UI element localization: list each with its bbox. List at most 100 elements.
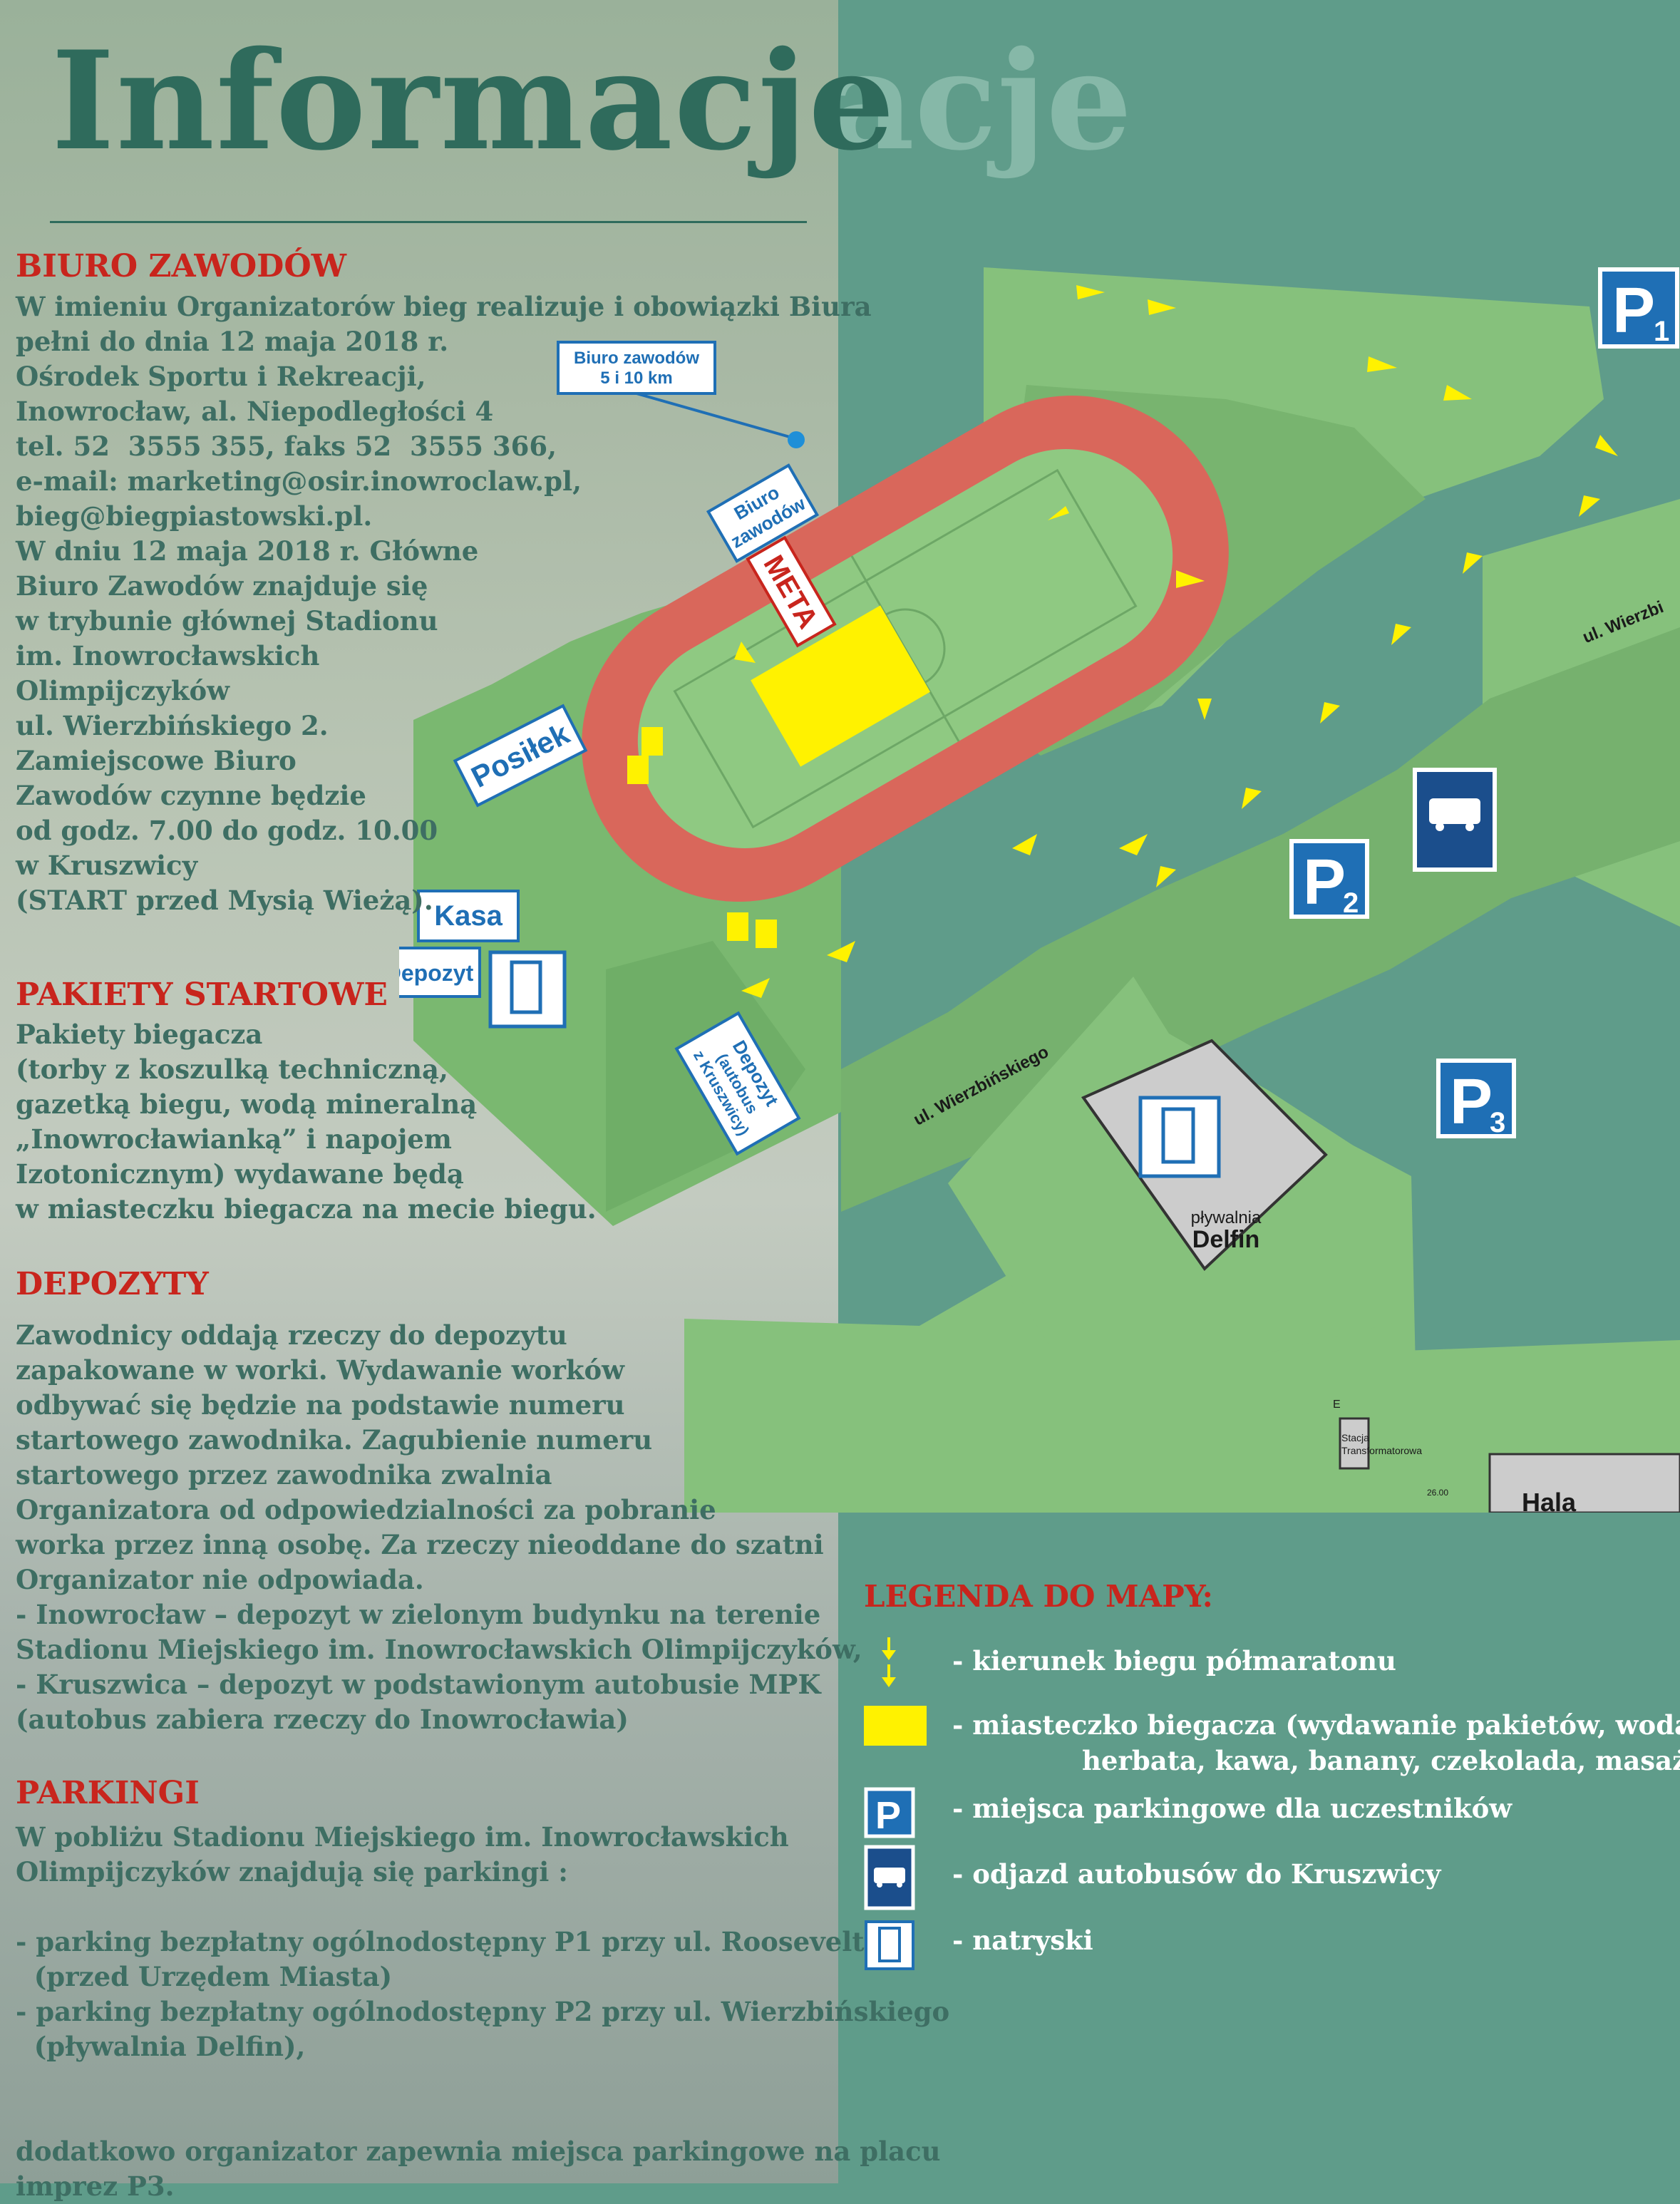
biuro-line: Inowrocław, al. Niepodległości 4 bbox=[16, 396, 494, 427]
svg-text:Kasa: Kasa bbox=[434, 900, 503, 932]
biuro-line: Zamiejscowe Biuro bbox=[16, 745, 297, 776]
depozyty-line: zapakowane w worki. Wydawanie worków bbox=[16, 1354, 624, 1386]
biuro-line: tel. 52 3555 355, faks 52 3555 366, bbox=[16, 431, 557, 462]
pakiety-line: „Inowrocławianką” i napojem bbox=[16, 1123, 452, 1155]
depozyty-line: - Inowrocław – depozyt w zielonym budynk… bbox=[16, 1599, 821, 1630]
biuro-line: w trybunie głównej Stadionu bbox=[16, 605, 438, 637]
substation-building bbox=[1339, 1417, 1370, 1470]
svg-text:1: 1 bbox=[1654, 316, 1669, 347]
title-underline bbox=[50, 221, 807, 223]
parkingi-line: - parking bezpłatny ogólnodostępny P2 pr… bbox=[16, 1996, 950, 2027]
biuro-line: ul. Wierzbińskiego 2. bbox=[16, 710, 329, 741]
label-kasa: Kasa bbox=[417, 890, 520, 942]
parkingi-line: (pływalnia Delfin), bbox=[16, 2031, 306, 2062]
heading-biuro-zawodow: BIURO ZAWODÓW bbox=[16, 248, 347, 284]
shower-sign-stadium bbox=[488, 950, 567, 1029]
biuro-line: bieg@biegpiastowski.pl. bbox=[16, 500, 373, 532]
label-meta: META bbox=[746, 535, 837, 648]
parking-p3-sign: P 3 bbox=[1436, 1059, 1516, 1138]
parkingi-line: (przed Urzędem Miasta) bbox=[16, 1961, 393, 1992]
depozyty-line: startowego przez zawodnika zwalnia bbox=[16, 1459, 552, 1490]
legend-parking-text: - miejsca parkingowe dla uczestników bbox=[952, 1793, 1512, 1824]
svg-text:Depozyt: Depozyt bbox=[399, 960, 474, 986]
biuro-line: W dniu 12 maja 2018 r. Główne bbox=[16, 535, 479, 567]
biuro-line: im. Inowrocławskich bbox=[16, 640, 320, 671]
depozyty-line: startowego zawodnika. Zagubienie numeru bbox=[16, 1424, 653, 1456]
pakiety-line: Pakiety biegacza bbox=[16, 1019, 263, 1050]
substation-label-2: Transformatorowa bbox=[1341, 1445, 1422, 1456]
biuro-line: Zawodów czynne będzie bbox=[16, 780, 366, 811]
pakiety-line: w miasteczku biegacza na mecie biegu. bbox=[16, 1193, 597, 1225]
svg-text:P: P bbox=[1450, 1066, 1493, 1138]
biuro-line: Ośrodek Sportu i Rekreacji, bbox=[16, 361, 426, 392]
yellow-small-blocks bbox=[627, 727, 777, 948]
track-group bbox=[582, 396, 1229, 902]
substation-label-1: Stacja bbox=[1341, 1432, 1369, 1443]
depozyty-line: Organizator nie odpowiada. bbox=[16, 1564, 424, 1595]
biuro-line: Biuro Zawodów znajduje się bbox=[16, 570, 428, 602]
bus-sign bbox=[1413, 768, 1497, 872]
legend-bus-icon bbox=[864, 1845, 915, 1910]
parkingi-line: Olimpijczyków znajdują się parkingi : bbox=[16, 1856, 568, 1888]
parkingi-line bbox=[16, 1890, 949, 1925]
heading-pakiety-startowe: PAKIETY STARTOWE bbox=[16, 977, 388, 1013]
biuro-line: Olimpijczyków bbox=[16, 675, 230, 706]
depozyty-line: worka przez inną osobę. Za rzeczy nieodd… bbox=[16, 1529, 824, 1560]
pakiety-line: (torby z koszulką techniczną, bbox=[16, 1054, 448, 1085]
pool-label-big: Delfin bbox=[1192, 1226, 1259, 1253]
title-ghost-fragment: acje bbox=[827, 21, 1133, 180]
page-title: Informacje bbox=[51, 21, 897, 180]
label-depozyt: Depozyt bbox=[399, 947, 481, 998]
parkingi-line bbox=[16, 2099, 949, 2134]
pakiety-startowe-text: Pakiety biegacza (torby z koszulką techni… bbox=[16, 1017, 597, 1227]
parking-p1-sign: P 1 bbox=[1598, 267, 1679, 349]
depozyty-line: Organizatora od odpowiedzialności za pob… bbox=[16, 1494, 716, 1525]
svg-text:3: 3 bbox=[1490, 1107, 1505, 1138]
biuro-line: W imieniu Organizatorów bieg realizuje i… bbox=[16, 291, 872, 322]
biuro-line: (START przed Mysią Wieżą). bbox=[16, 885, 433, 916]
hala-label: Hala bbox=[1522, 1488, 1577, 1513]
hala-building bbox=[1488, 1453, 1680, 1513]
svg-text:P: P bbox=[1612, 275, 1655, 346]
heading-depozyty: DEPOZYTY bbox=[16, 1266, 209, 1302]
svg-text:P: P bbox=[1303, 847, 1346, 918]
legend-village-text-2: herbata, kawa, banany, czekolada, masaż) bbox=[1082, 1745, 1680, 1776]
pakiety-line: Izotonicznym) wydawane będą bbox=[16, 1158, 464, 1190]
legend-yellow-rect-icon bbox=[864, 1706, 927, 1746]
parkingi-line: W pobliżu Stadionu Miejskiego im. Inowro… bbox=[16, 1821, 789, 1853]
parking-p2-sign: P 2 bbox=[1289, 839, 1369, 919]
parkingi-line: imprez P3. bbox=[16, 2170, 175, 2202]
legend-heading: LEGENDA DO MAPY: bbox=[864, 1579, 1214, 1614]
depozyty-line: - Kruszwica – depozyt w podstawionym aut… bbox=[16, 1669, 821, 1700]
depozyty-line: Zawodnicy oddają rzeczy do depozytu bbox=[16, 1319, 567, 1351]
stadium-map: P 1 P 2 P 3 Biuro zawodów 5 i 10 km Biur… bbox=[399, 242, 1680, 1513]
depozyty-line: Stadionu Miejskiego im. Inowrocławskich … bbox=[16, 1634, 862, 1665]
shower-sign-pool bbox=[1138, 1096, 1221, 1178]
pool-label-small: pływalnia bbox=[1191, 1208, 1262, 1227]
runner-village-area bbox=[751, 605, 930, 767]
legend-route-text: - kierunek biegu półmaratonu bbox=[952, 1645, 1396, 1677]
svg-text:5 i 10 km: 5 i 10 km bbox=[600, 369, 672, 388]
legend-parking-icon: P bbox=[864, 1787, 915, 1838]
biuro-zawodow-text: W imieniu Organizatorów bieg realizuje i… bbox=[16, 289, 872, 918]
legend-shower-icon bbox=[865, 1920, 914, 1970]
e-mark: E bbox=[1333, 1399, 1341, 1411]
svg-text:2: 2 bbox=[1343, 887, 1359, 919]
biuro-line: od godz. 7.00 do godz. 10.00 bbox=[16, 815, 438, 846]
legend-yellow-arrows-icon bbox=[882, 1637, 896, 1687]
legend-bus-text: - odjazd autobusów do Kruszwicy bbox=[952, 1858, 1441, 1890]
depozyty-line: (autobus zabiera rzeczy do Inowrocławia) bbox=[16, 1704, 629, 1735]
grass-south-west bbox=[684, 1319, 919, 1513]
label-biuro-zawodow-5-10: Biuro zawodów 5 i 10 km bbox=[557, 341, 716, 395]
heading-parkingi: PARKINGI bbox=[16, 1775, 200, 1811]
legend-village-text: - miasteczko biegacza (wydawanie pakietó… bbox=[952, 1709, 1680, 1741]
depozyty-line: odbywać się będzie na podstawie numeru bbox=[16, 1389, 625, 1421]
pakiety-line: gazetką biegu, wodą mineralną bbox=[16, 1088, 478, 1120]
biuro-line: w Kruszwicy bbox=[16, 850, 198, 881]
svg-text:P: P bbox=[875, 1794, 901, 1837]
parkingi-line bbox=[16, 2064, 949, 2099]
parkingi-text: W pobliżu Stadionu Miejskiego im. Inowro… bbox=[16, 1820, 949, 2204]
dimension-label: 26.00 bbox=[1427, 1488, 1448, 1498]
biuro-line: e-mail: marketing@osir.inowroclaw.pl, bbox=[16, 465, 582, 497]
